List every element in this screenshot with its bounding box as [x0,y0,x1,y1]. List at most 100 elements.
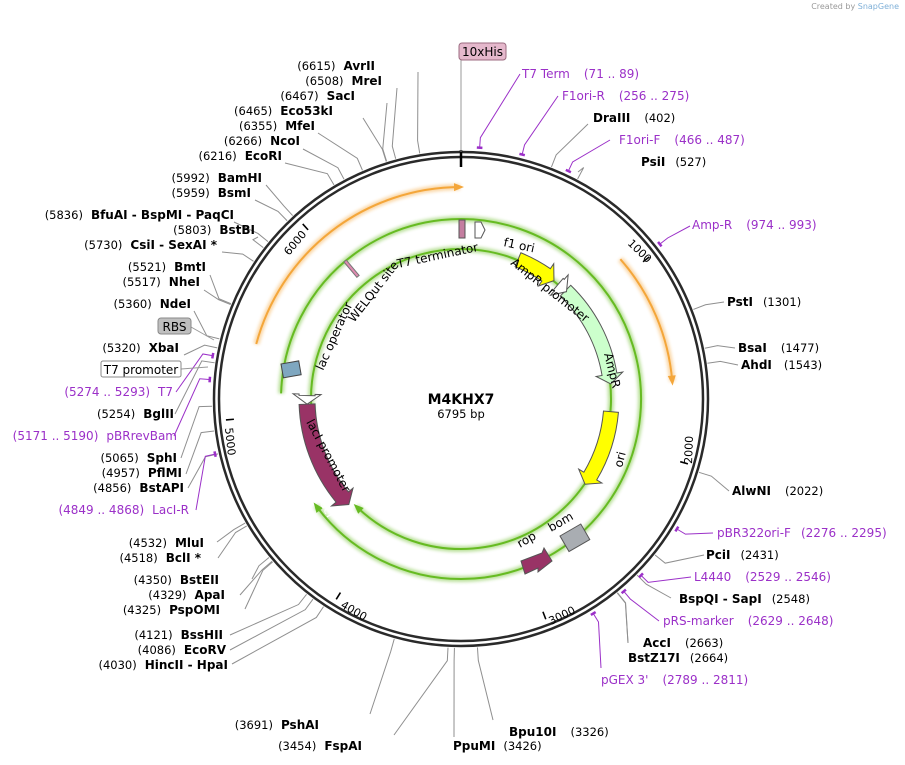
site-mfei: (6355)MfeI [239,119,315,133]
site-nhei: (5517)NheI [123,275,200,289]
leader-line [239,560,273,596]
tick-label-2000: 2000 [682,436,696,464]
primer-mark [565,168,572,174]
primer-mark [657,241,663,248]
primer-leader [658,225,691,246]
site-mrei: (6508)MreI [305,74,382,88]
ori-arrow [577,410,619,485]
primer-leader [675,528,714,535]
site-ndei: (5360)NdeI [114,297,192,311]
site-bglii: (5254)BglII [97,407,174,421]
leader-line [229,598,314,651]
leader-line [693,301,725,310]
box-10xhis: 10xHis [458,42,507,61]
site-bspqi: BspQI - SapI(2548) [679,592,810,606]
plasmid-name: M4KHX7 [428,392,495,408]
leader-line [209,274,232,305]
rop-arrow [520,546,553,575]
tick-2000 [679,460,689,465]
leader-lines [173,60,739,738]
site-bstapi: (4856)BstAPI [93,481,184,495]
leader-line [577,167,585,180]
leader-line [417,71,421,154]
primer-leader [175,353,214,393]
leader-line [231,606,324,665]
primer-leader [639,574,692,583]
orf-arc-green-inner-head [353,503,364,514]
features [253,183,676,582]
leader-line [476,647,494,721]
t7prom-leader [180,366,209,370]
leader-line [698,471,730,492]
site-ahdi: AhdI(1543) [741,358,822,372]
primer-leader [195,453,217,511]
site-pcii: PciI(2431) [706,548,779,562]
bom-box [559,523,591,553]
primer-leader [622,590,660,622]
site-bcli: (4518)BclI * [119,551,201,565]
site-ncoi: (6266)NcoI [224,134,300,148]
leader-line [183,344,218,356]
site-bsmi: (5959)BsmI [171,186,251,200]
box-10xhis-label: 10xHis [462,45,503,59]
primer-f1ori-r: F1ori-R(256 .. 275) [562,89,689,103]
primer-prs-marker: pRS-marker(2629 .. 2648) [663,614,833,628]
snapgene-credit: Created by SnapGene [811,2,899,11]
leader-line [254,199,288,222]
label-f1-ori: f1 ori [502,235,536,255]
site-list-left: (6615)AvrII (6508)MreI (6467)SacI (6465)… [45,59,382,753]
primer-mark [590,610,597,617]
site-bsai: BsaI(1477) [738,341,819,355]
site-bsshii: (4121)BssHII [134,628,223,642]
box-t7-promoter: T7 promoter [100,360,182,378]
leader-line [251,557,270,580]
leader-line [284,162,335,186]
site-alwni: AlwNI(2022) [732,484,823,498]
label-ori: ori [611,450,628,469]
site-bstbi: (5803)BstBI [173,223,255,237]
site-ppumi: PpuMI(3426) [453,739,542,753]
site-hincii: (4030)HincII - HpaI [98,658,228,672]
primer-amp-r: Amp-R(974 .. 993) [692,218,817,232]
plasmid-length: 6795 bp [437,407,485,421]
ampr-arrow [559,284,625,385]
leader-line [233,221,269,243]
orf-arc-green-outer-head [313,502,323,513]
site-psti: PstI(1301) [727,295,801,309]
tick-marks [225,150,689,620]
tick-6000 [302,223,309,231]
site-list-right: PpuMI(3426) Bpu10I(3326) DraIII(402) Psi… [453,111,823,753]
site-saci: (6467)SacI [280,89,355,103]
rbs-leader [190,326,215,341]
tick-label-4000: 4000 [339,598,370,623]
leader-line [362,117,387,162]
site-draiii: DraIII(402) [593,111,675,125]
primer-pbr322ori-f: pBR322ori-F(2276 .. 2295) [717,526,887,540]
welqut-box [343,259,360,279]
site-bsteii: (4350)BstEII [134,573,219,587]
label-t7-terminator: T7 terminator [395,240,480,271]
orf-arc-right-glow [618,257,676,382]
leader-line [707,360,739,366]
primer-mark [211,352,215,359]
site-psp0mi: (4325)PspOMI [123,603,220,617]
tick-4000 [335,592,342,600]
site-mlui: (4532)MluI [129,536,204,550]
primer-leader [592,612,602,669]
box-rbs: RBS [157,317,192,335]
tick-label-5000: 5000 [222,427,238,456]
leader-line [229,594,307,636]
tick-5000 [225,418,234,421]
leader-line [265,184,294,216]
tick-3000 [542,611,547,620]
box-t7-promoter-label: T7 promoter [103,363,179,377]
leader-line [391,87,398,159]
leader-line [174,360,215,415]
leader-line [317,132,363,171]
primer-list: T7 Term(71 .. 89) F1ori-R(256 .. 275) F1… [13,67,887,687]
t7-terminator-box [458,219,466,239]
primer-pbrrevbam: (5171 .. 5190)pBRrevBam [13,429,177,443]
primer-leader [173,378,211,437]
leader-line [185,430,215,475]
